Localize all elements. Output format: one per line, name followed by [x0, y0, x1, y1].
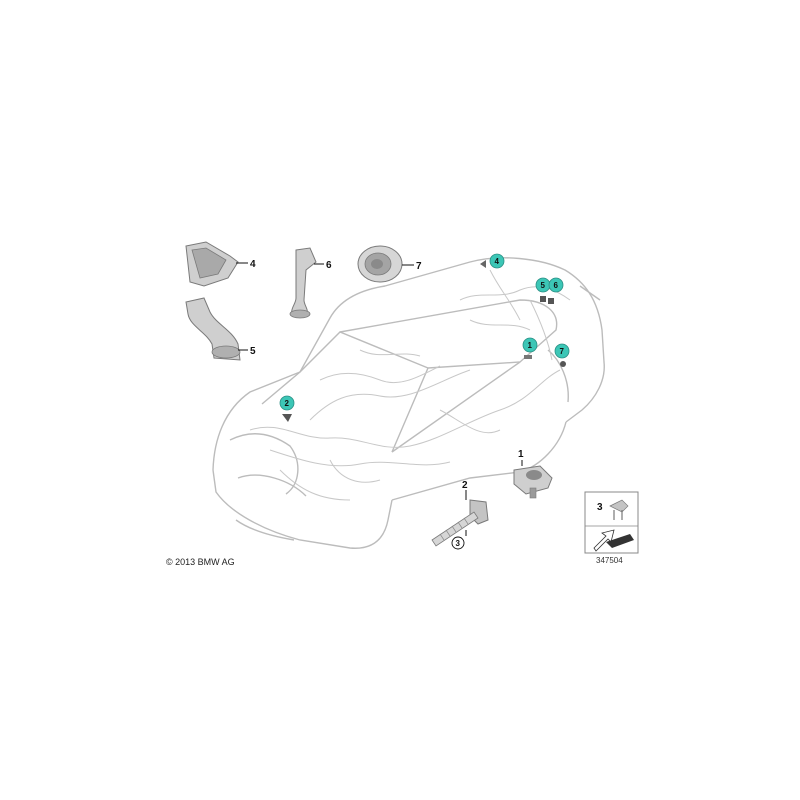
callout-6: 6 — [326, 260, 332, 271]
location-label-1: 1 — [528, 341, 533, 350]
legend-label: 3 — [597, 502, 603, 513]
part-1-connector-drawing — [513, 460, 553, 499]
callout-4: 4 — [250, 259, 256, 270]
part-6-grommet-drawing — [289, 247, 324, 319]
location-marker-7 — [554, 343, 570, 367]
location-label-2: 2 — [285, 399, 290, 408]
callout-3-marker — [451, 536, 465, 550]
callout-5: 5 — [250, 346, 256, 357]
location-marker-4 — [480, 253, 505, 269]
callout-7: 7 — [416, 261, 422, 272]
figure-number: 347504 — [596, 556, 623, 565]
callout-1: 1 — [518, 449, 524, 460]
location-marker-2 — [279, 395, 295, 422]
vehicle-outline — [212, 257, 605, 549]
part-4-grommet-drawing — [185, 241, 248, 287]
part-5-grommet-drawing — [185, 297, 248, 361]
wiring-harness — [249, 269, 571, 501]
part-2-stud-drawing — [431, 490, 489, 547]
copyright-notice: © 2013 BMW AG — [166, 557, 235, 567]
location-label-7: 7 — [560, 347, 565, 356]
location-label-6: 6 — [554, 281, 559, 290]
location-label-5: 5 — [541, 281, 546, 290]
callout-2: 2 — [462, 480, 468, 491]
location-marker-1 — [522, 337, 538, 359]
callout-3: 3 — [456, 539, 461, 548]
part-7-grommet-drawing — [357, 245, 414, 283]
legend-box — [584, 491, 639, 554]
location-label-4: 4 — [495, 257, 500, 266]
location-marker-6 — [548, 277, 564, 304]
